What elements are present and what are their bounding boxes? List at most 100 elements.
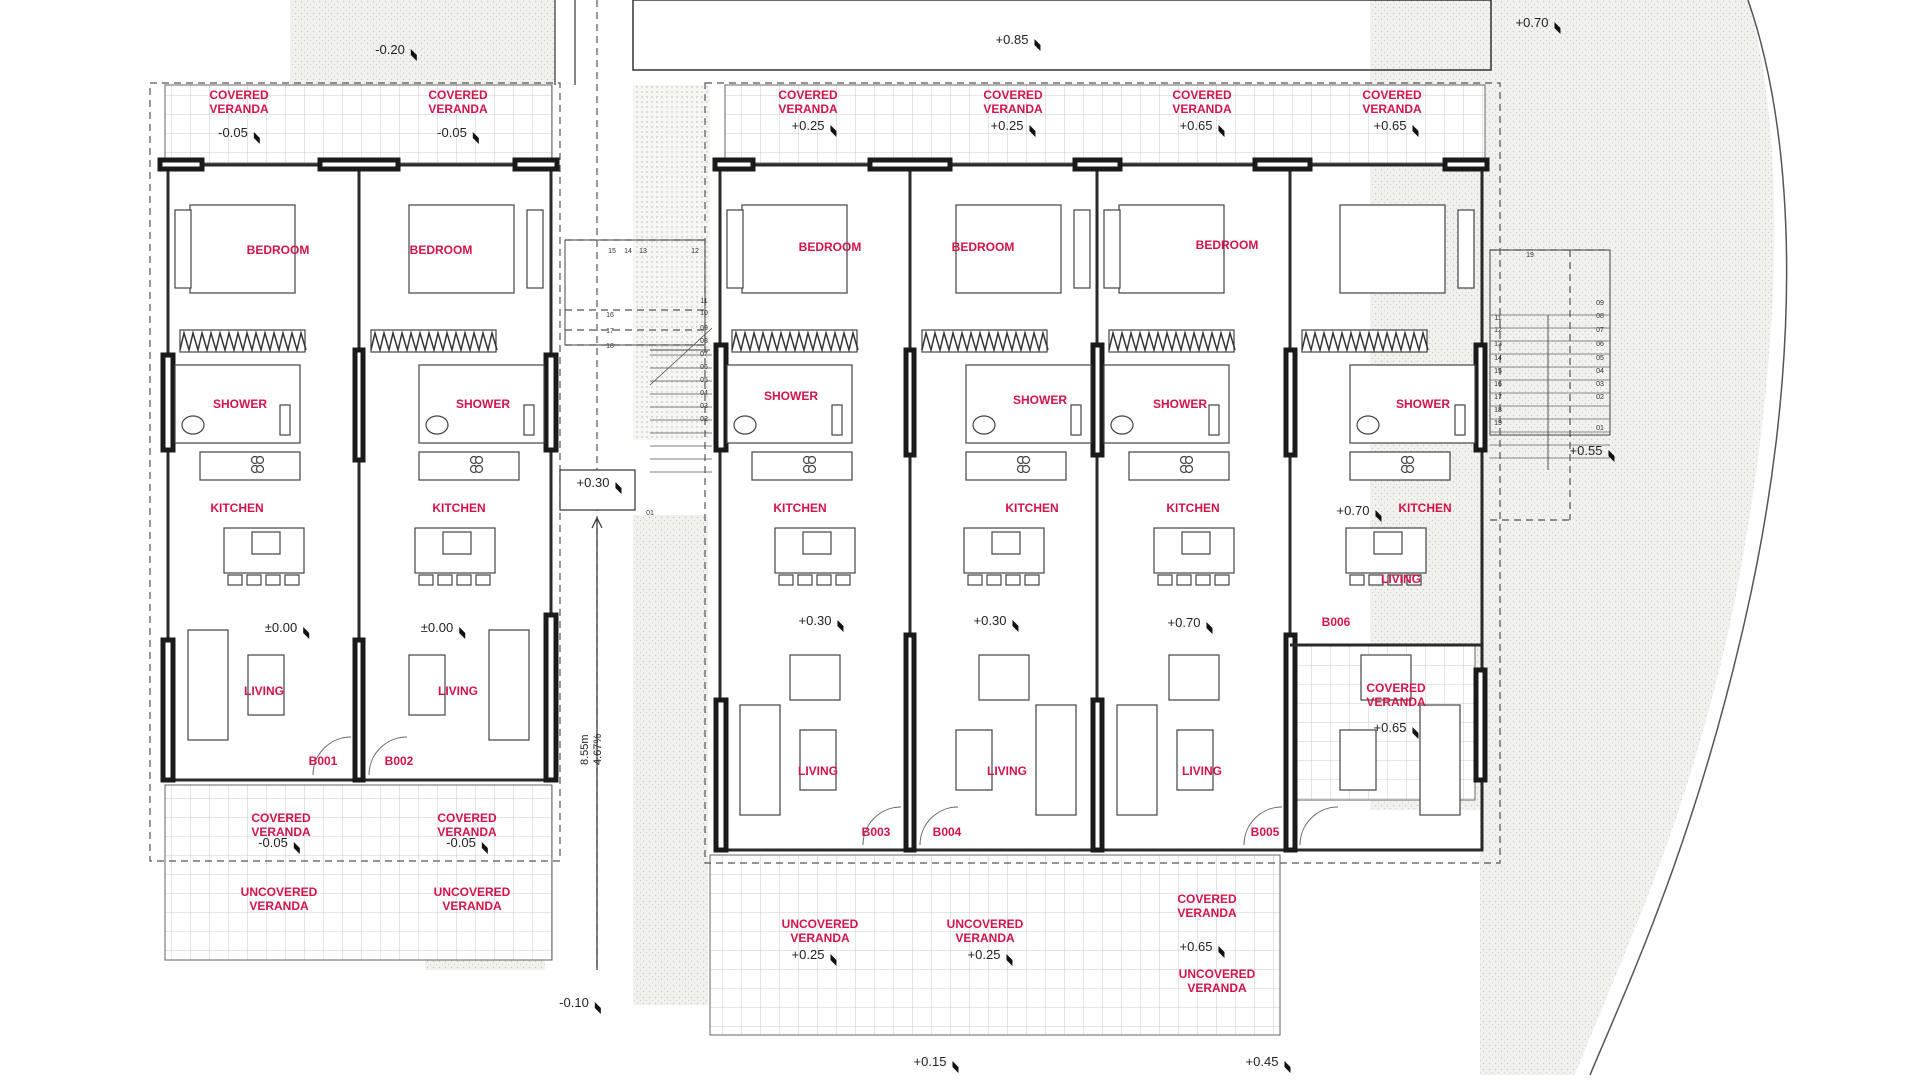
coffee-table-icon	[1176, 729, 1214, 791]
veranda-label: VERANDA	[1172, 102, 1232, 116]
level-marker: -0.05	[446, 835, 476, 850]
level-marker: +0.30	[799, 613, 832, 628]
hob-icon	[1405, 455, 1415, 465]
veranda-label: VERANDA	[437, 825, 497, 839]
furniture	[174, 204, 1476, 846]
stair-step-number: 02	[1596, 394, 1604, 401]
shower-label: SHOWER	[764, 389, 818, 403]
veranda-labels: COVERED VERANDA COVERED VERANDA COVERED …	[209, 88, 1426, 995]
veranda-label: VERANDA	[428, 102, 488, 116]
kitchen-label: KITCHEN	[1398, 501, 1451, 515]
level-marker: +0.65	[1180, 939, 1213, 954]
veranda-label: UNCOVERED	[434, 885, 511, 899]
level-symbol-icon	[253, 132, 260, 144]
shower-room-icon	[965, 364, 1092, 444]
level-symbol-icon	[1608, 450, 1615, 462]
stool-icon	[437, 574, 453, 586]
stair-step-number: 17	[606, 328, 614, 335]
stair-step-number: 06	[700, 364, 708, 371]
bedroom-label: BEDROOM	[247, 243, 310, 257]
hob-icon	[1184, 464, 1194, 474]
living-label: LIVING	[1381, 572, 1421, 586]
island-sink-icon	[802, 531, 832, 555]
stair-step-number: 07	[1596, 327, 1604, 334]
level-symbol-icon	[1218, 125, 1225, 137]
stair-step-number: 01	[646, 510, 654, 517]
stool-icon	[1214, 574, 1230, 586]
level-symbol-icon	[1012, 620, 1019, 632]
unit-furniture	[919, 204, 1092, 846]
kitchen-label: KITCHEN	[210, 501, 263, 515]
stair-step-number: 18	[606, 343, 614, 350]
veranda-label: VERANDA	[1187, 981, 1247, 995]
headboard-icon	[1103, 209, 1121, 289]
stair-step-number: 11	[1494, 315, 1501, 322]
stool-icon	[1195, 574, 1211, 586]
kitchen-label: KITCHEN	[773, 501, 826, 515]
stool-icon	[1406, 574, 1422, 586]
hob-icon	[1184, 455, 1194, 465]
coffee-table-icon	[247, 654, 285, 716]
stair-step-number: 15	[608, 248, 616, 255]
level-marker: -0.05	[218, 125, 248, 140]
veranda-label: COVERED	[209, 88, 269, 102]
stool-icon	[1368, 574, 1384, 586]
stool-icon	[1157, 574, 1173, 586]
sink-icon	[1454, 404, 1466, 436]
armchair-icon	[1168, 654, 1220, 701]
veranda-label: UNCOVERED	[1179, 967, 1256, 981]
toilet-icon	[1110, 415, 1134, 435]
island-sink-icon	[442, 531, 472, 555]
stair-step-number: 04	[1596, 368, 1604, 375]
stair-step-number: 08	[1596, 313, 1604, 320]
armchair-icon	[1360, 654, 1412, 701]
level-symbol-icon	[1375, 510, 1382, 522]
stair-step-number: 08	[700, 338, 708, 345]
level-symbol-icon	[481, 842, 488, 854]
veranda-label: COVERED	[428, 88, 488, 102]
unit-walls	[157, 157, 1490, 853]
stair-step-number: 19	[1526, 252, 1534, 259]
stair-step-number: 13	[1494, 341, 1502, 348]
level-symbol-icon	[1412, 125, 1419, 137]
sofa-icon	[488, 629, 530, 741]
living-label: LIVING	[244, 684, 284, 698]
unit-label-b006: B006	[1322, 615, 1351, 629]
level-marker: +0.30	[577, 475, 610, 490]
living-label: LIVING	[798, 764, 838, 778]
stool-icon	[816, 574, 832, 586]
sofa-icon	[1116, 704, 1158, 816]
sofa-icon	[1035, 704, 1077, 816]
bed-icon	[408, 204, 515, 294]
veranda-label: COVERED	[437, 811, 497, 825]
level-symbol-icon	[837, 620, 844, 632]
level-marker: +0.30	[974, 613, 1007, 628]
level-marker: +0.55	[1570, 443, 1603, 458]
veranda-label: VERANDA	[249, 899, 309, 913]
stair-step-number: 09	[700, 325, 708, 332]
bed-icon	[955, 204, 1062, 294]
stair-step-number: 02	[700, 416, 708, 423]
unit-label-b001: B001	[309, 754, 338, 768]
hob-icon	[807, 455, 817, 465]
stair-break-line	[649, 327, 713, 386]
stair-step-number: 13	[639, 248, 647, 255]
veranda-label: COVERED	[251, 811, 311, 825]
stair-step-number: 03	[700, 403, 708, 410]
stool-icon	[1387, 574, 1403, 586]
veranda-label: COVERED	[983, 88, 1043, 102]
stool-icon	[835, 574, 851, 586]
stair-step-number: 12	[1494, 327, 1502, 334]
stool-icon	[284, 574, 300, 586]
stair-step-number: 19	[1494, 420, 1502, 427]
stool-icon	[456, 574, 472, 586]
stair-step-number: 03	[1596, 381, 1604, 388]
level-symbol-icon	[459, 627, 466, 639]
veranda-label: VERANDA	[983, 102, 1043, 116]
veranda-label: COVERED	[1366, 681, 1426, 695]
stair-step-number: 04	[700, 390, 708, 397]
kitchen-counter-icon	[1349, 451, 1451, 481]
sink-icon	[1208, 404, 1220, 436]
